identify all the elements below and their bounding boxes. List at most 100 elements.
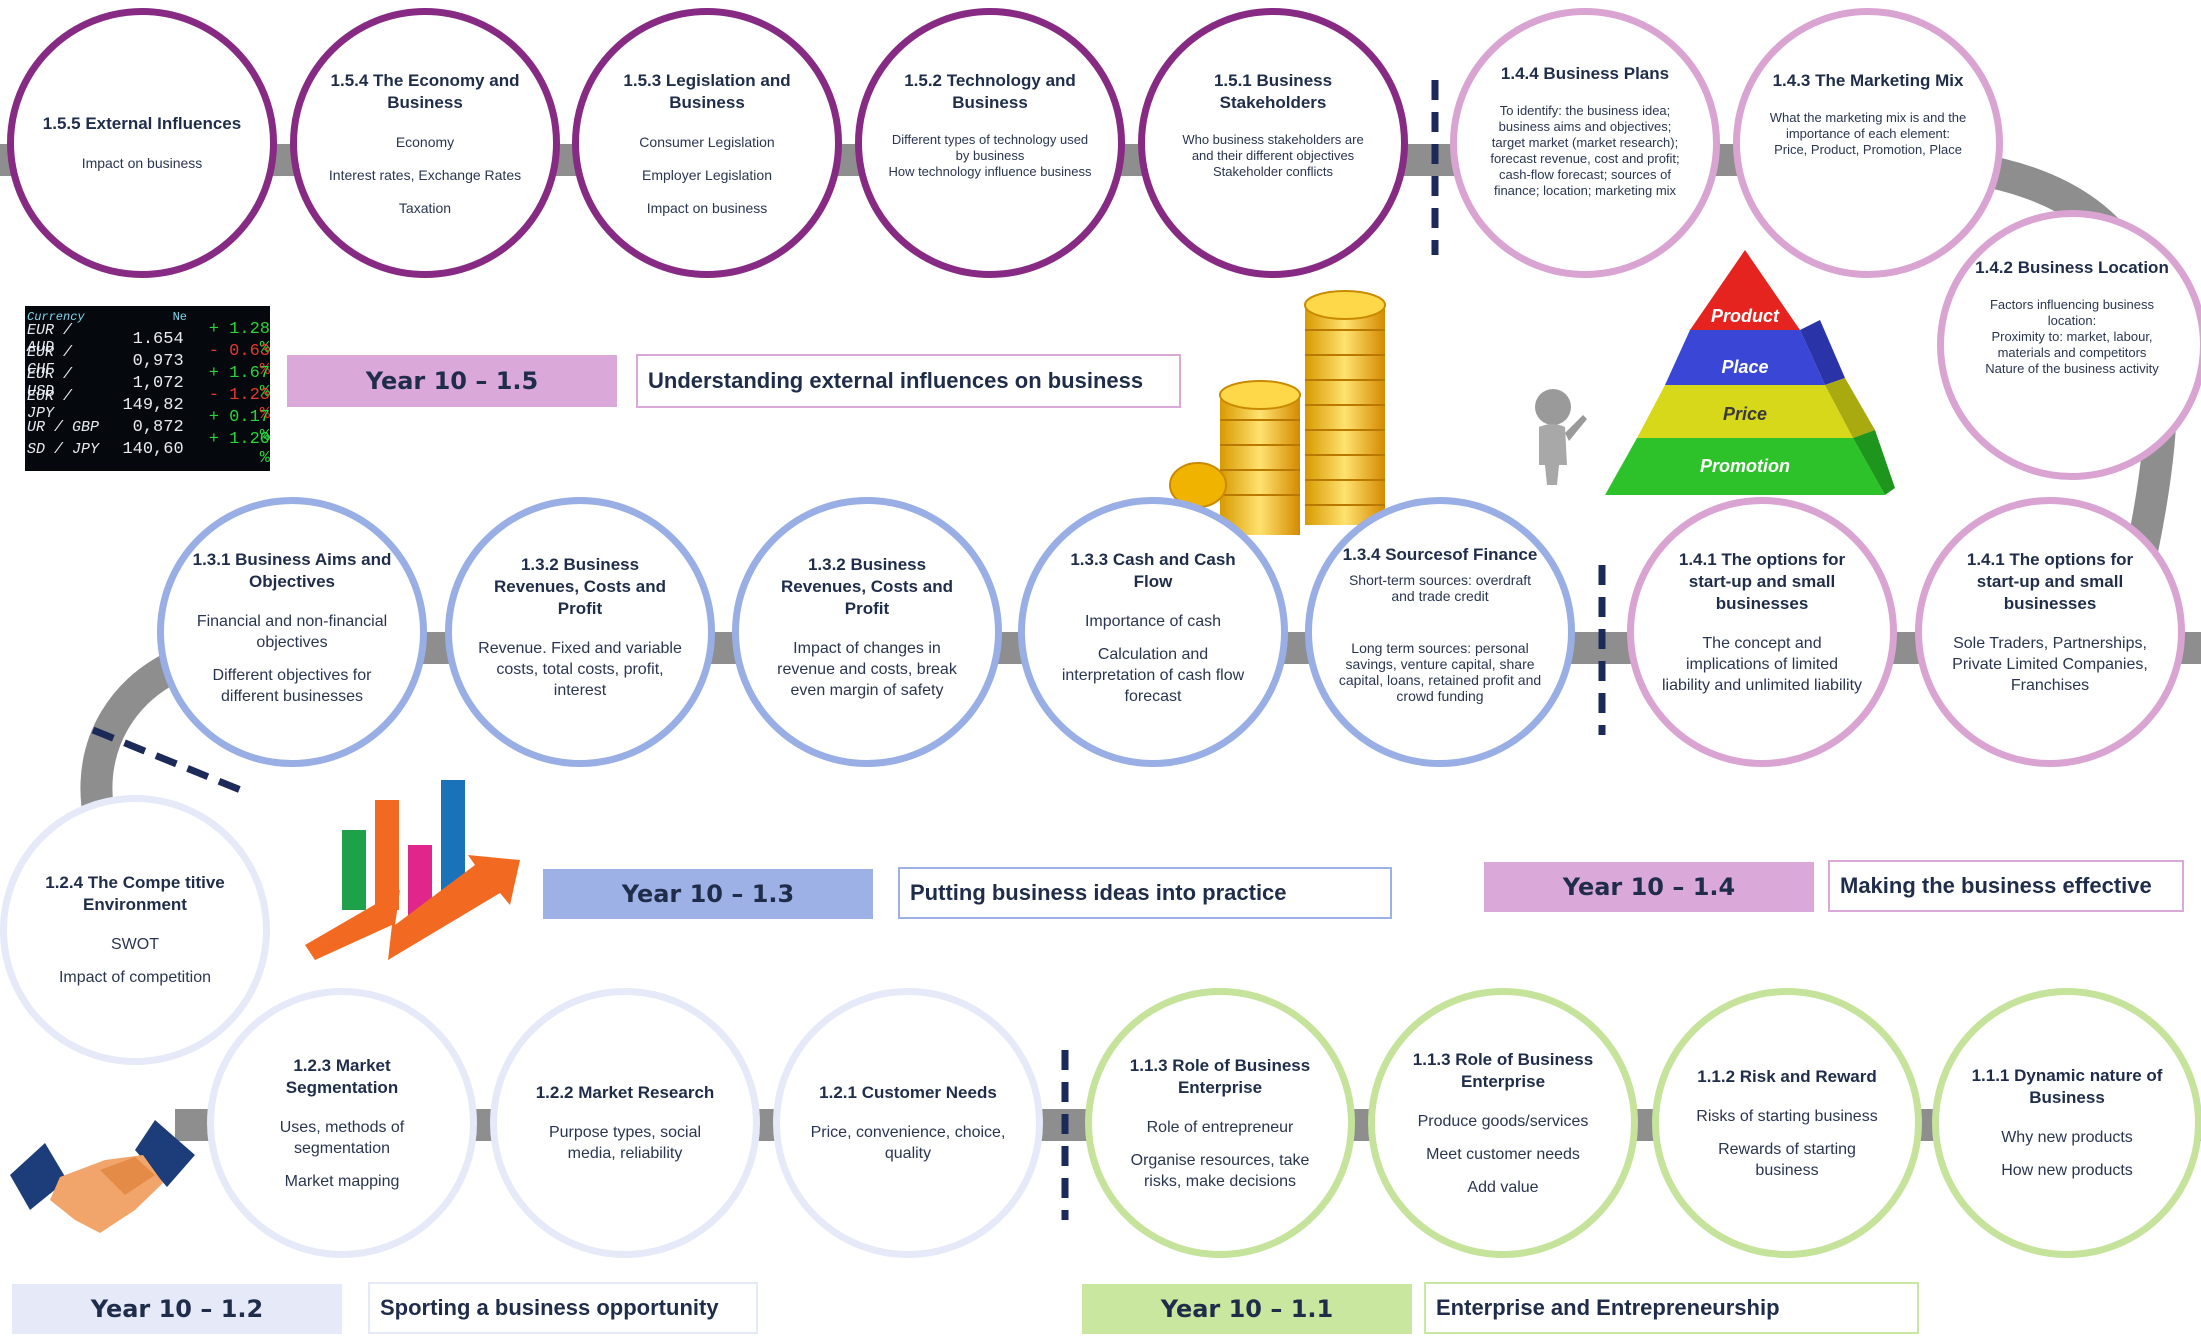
unit-1-5-1-circle[interactable]: 1.5.1 Business Stakeholders Who business… [1138,8,1408,278]
unit-line: Stakeholder conflicts [1213,164,1333,179]
unit-1-3-4-circle[interactable]: 1.3.4 Sourcesof Finance Short-term sourc… [1305,497,1575,767]
thinking-figure-image [1535,389,1587,485]
unit-line: Role of entrepreneur [1146,1118,1294,1136]
coin-stack-short [1219,380,1301,535]
theme-label-1-5: Understanding external influences on bus… [636,354,1181,408]
unit-1-4-1b-circle[interactable]: 1.4.1 The options for start-up and small… [1915,497,2185,767]
theme-label-1-1: Enterprise and Entrepreneurship [1424,1282,1919,1334]
year-label-1-5: Year 10 – 1.5 [287,355,617,407]
unit-line: Short-term sources: overdraft and trade … [1348,572,1532,604]
unit-title: 1.1.3 Role of Business Enterprise [1412,1049,1594,1091]
unit-line: How technology influence business [888,164,1092,179]
unit-title: 1.1.2 Risk and Reward [1697,1066,1877,1086]
unit-title: 1.4.4 Business Plans [1500,64,1670,83]
unit-line: SWOT [110,936,159,953]
unit-line: Economy [395,134,455,150]
unit-line: Produce goods/services [1417,1112,1589,1130]
pyramid-layer-product [1690,250,1800,330]
unit-title: 1.3.2 Business Revenues, Costs and Profi… [781,555,953,618]
unit-line: Rewards of starting business [1718,1140,1856,1179]
unit-1-4-2-circle[interactable]: 1.4.2 Business Location Factors influenc… [1937,210,2201,480]
ticker-change: + 1.20 % [208,430,270,468]
ticker-change: + 1.28 % [208,320,270,358]
pyramid-layer-promotion [1605,438,1885,495]
unit-1-3-2b-circle[interactable]: 1.3.2 Business Revenues, Costs and Profi… [732,497,1002,767]
ticker-pair: SD / JPY [27,440,100,458]
unit-line: Financial and non-financial objectives [196,613,388,651]
unit-line: How new products [2001,1162,2133,1179]
unit-title: 1.3.3 Cash and Cash Flow [1070,550,1236,591]
unit-1-4-3-circle[interactable]: 1.4.3 The Marketing Mix What the marketi… [1733,8,2003,278]
unit-1-1-1-circle[interactable]: 1.1.1 Dynamic nature of Business Why new… [1932,988,2201,1258]
unit-1-5-3-circle[interactable]: 1.5.3 Legislation and Business Consumer … [572,8,842,278]
unit-1-5-2-circle[interactable]: 1.5.2 Technology and Business Different … [855,8,1125,278]
section-divider-dash [1061,1050,1069,1220]
unit-title: 1.5.1 Business Stakeholders [1213,71,1333,112]
theme-label-1-2: Sporting a business opportunity [368,1282,758,1334]
section-divider-dash [91,726,250,797]
unit-1-2-1-circle[interactable]: 1.2.1 Customer Needs Price, convenience,… [773,988,1043,1258]
unit-1-1-2-circle[interactable]: 1.1.2 Risk and Reward Risks of starting … [1652,988,1922,1258]
unit-line: Interest rates, Exchange Rates [328,167,522,183]
unit-title: 1.4.3 The Marketing Mix [1772,71,1964,90]
ticker-row: EUR / AUD 1.654 + 1.28 % [25,320,270,358]
unit-1-5-5-circle[interactable]: 1.5.5 External Influences Impact on busi… [7,8,277,278]
unit-line: Employer Legislation [642,167,772,183]
unit-1-1-3b-circle[interactable]: 1.1.3 Role of Business Enterprise Produc… [1368,988,1638,1258]
pyramid-label-place: Place [1721,357,1768,377]
unit-title: 1.2.2 Market Research [535,1083,715,1102]
ticker-value: 1.654 [132,329,184,349]
unit-1-5-4-circle[interactable]: 1.5.4 The Economy and Business Economy I… [290,8,560,278]
unit-line: Who business stakeholders are and their … [1182,132,1364,163]
unit-1-4-4-circle[interactable]: 1.4.4 Business Plans To identify: the bu… [1450,8,1720,278]
unit-line: Impact of changes in revenue and costs, … [777,640,957,699]
unit-line: The concept and implications of limited … [1661,635,1863,694]
unit-title: 1.5.5 External Influences [42,113,242,133]
pyramid-label-product: Product [1711,306,1780,326]
growth-chart-icon [305,780,520,960]
theme-label-1-3: Putting business ideas into practice [898,867,1392,919]
ticker-header: Currency [27,310,85,324]
unit-line: Impact on business [81,154,203,171]
unit-title: 1.5.3 Legislation and Business [623,71,791,112]
unit-line: Why new products [2001,1129,2133,1146]
year-label-1-4: Year 10 – 1.4 [1484,862,1814,912]
unit-line: Organise resources, take risks, make dec… [1130,1151,1310,1190]
year-label-1-3: Year 10 – 1.3 [543,869,873,919]
section-divider-dash [1598,565,1606,735]
pyramid-layer-price [1637,385,1853,438]
unit-1-2-2-circle[interactable]: 1.2.2 Market Research Purpose types, soc… [490,988,760,1258]
ticker-pair: EUR / AUD [27,322,73,356]
unit-line: Proximity to: market, labour, materials … [1991,329,2153,360]
unit-1-1-3-circle[interactable]: 1.1.3 Role of Business Enterprise Role o… [1085,988,1355,1258]
unit-1-3-3-circle[interactable]: 1.3.3 Cash and Cash Flow Importance of c… [1018,497,1288,767]
year-label-1-2: Year 10 – 1.2 [12,1284,342,1334]
unit-title: 1.4.1 The options for start-up and small… [1678,550,1846,613]
unit-line: Sole Traders, Partnerships, Private Limi… [1952,635,2148,694]
unit-title: 1.4.1 The options for start-up and small… [1966,550,2134,613]
ticker-change: - 1.23 % [208,386,270,424]
ticker-change: + 1.67 % [208,364,270,402]
year-label-1-1: Year 10 – 1.1 [1082,1284,1412,1334]
pyramid-label-price: Price [1723,404,1767,424]
unit-title: 1.5.2 Technology and Business [904,71,1076,112]
unit-1-4-1-circle[interactable]: 1.4.1 The options for start-up and small… [1627,497,1897,767]
unit-line: To identify: the business idea; business… [1490,103,1680,198]
unit-title: 1.2.3 Market Segmentation [285,1055,399,1097]
unit-1-2-3-circle[interactable]: 1.2.3 Market Segmentation Uses, methods … [207,988,477,1258]
unit-line: Uses, methods of segmentation [279,1118,405,1157]
ticker-change: - 0.63 % [208,342,270,380]
unit-line: Different objectives for different busin… [212,667,372,705]
unit-1-2-4-circle[interactable]: 1.2.4 The Compe titive Environment SWOT … [0,795,270,1065]
unit-title: 1.5.4 The Economy and Business [330,71,520,112]
handshake-icon [10,1120,195,1233]
coin-stack-tall [1304,290,1386,525]
unit-line: Revenue. Fixed and variable costs, total… [478,640,682,699]
unit-line: Taxation [398,200,452,216]
unit-1-3-2-circle[interactable]: 1.3.2 Business Revenues, Costs and Profi… [445,497,715,767]
unit-1-3-1-circle[interactable]: 1.3.1 Business Aims and Objectives Finan… [157,497,427,767]
